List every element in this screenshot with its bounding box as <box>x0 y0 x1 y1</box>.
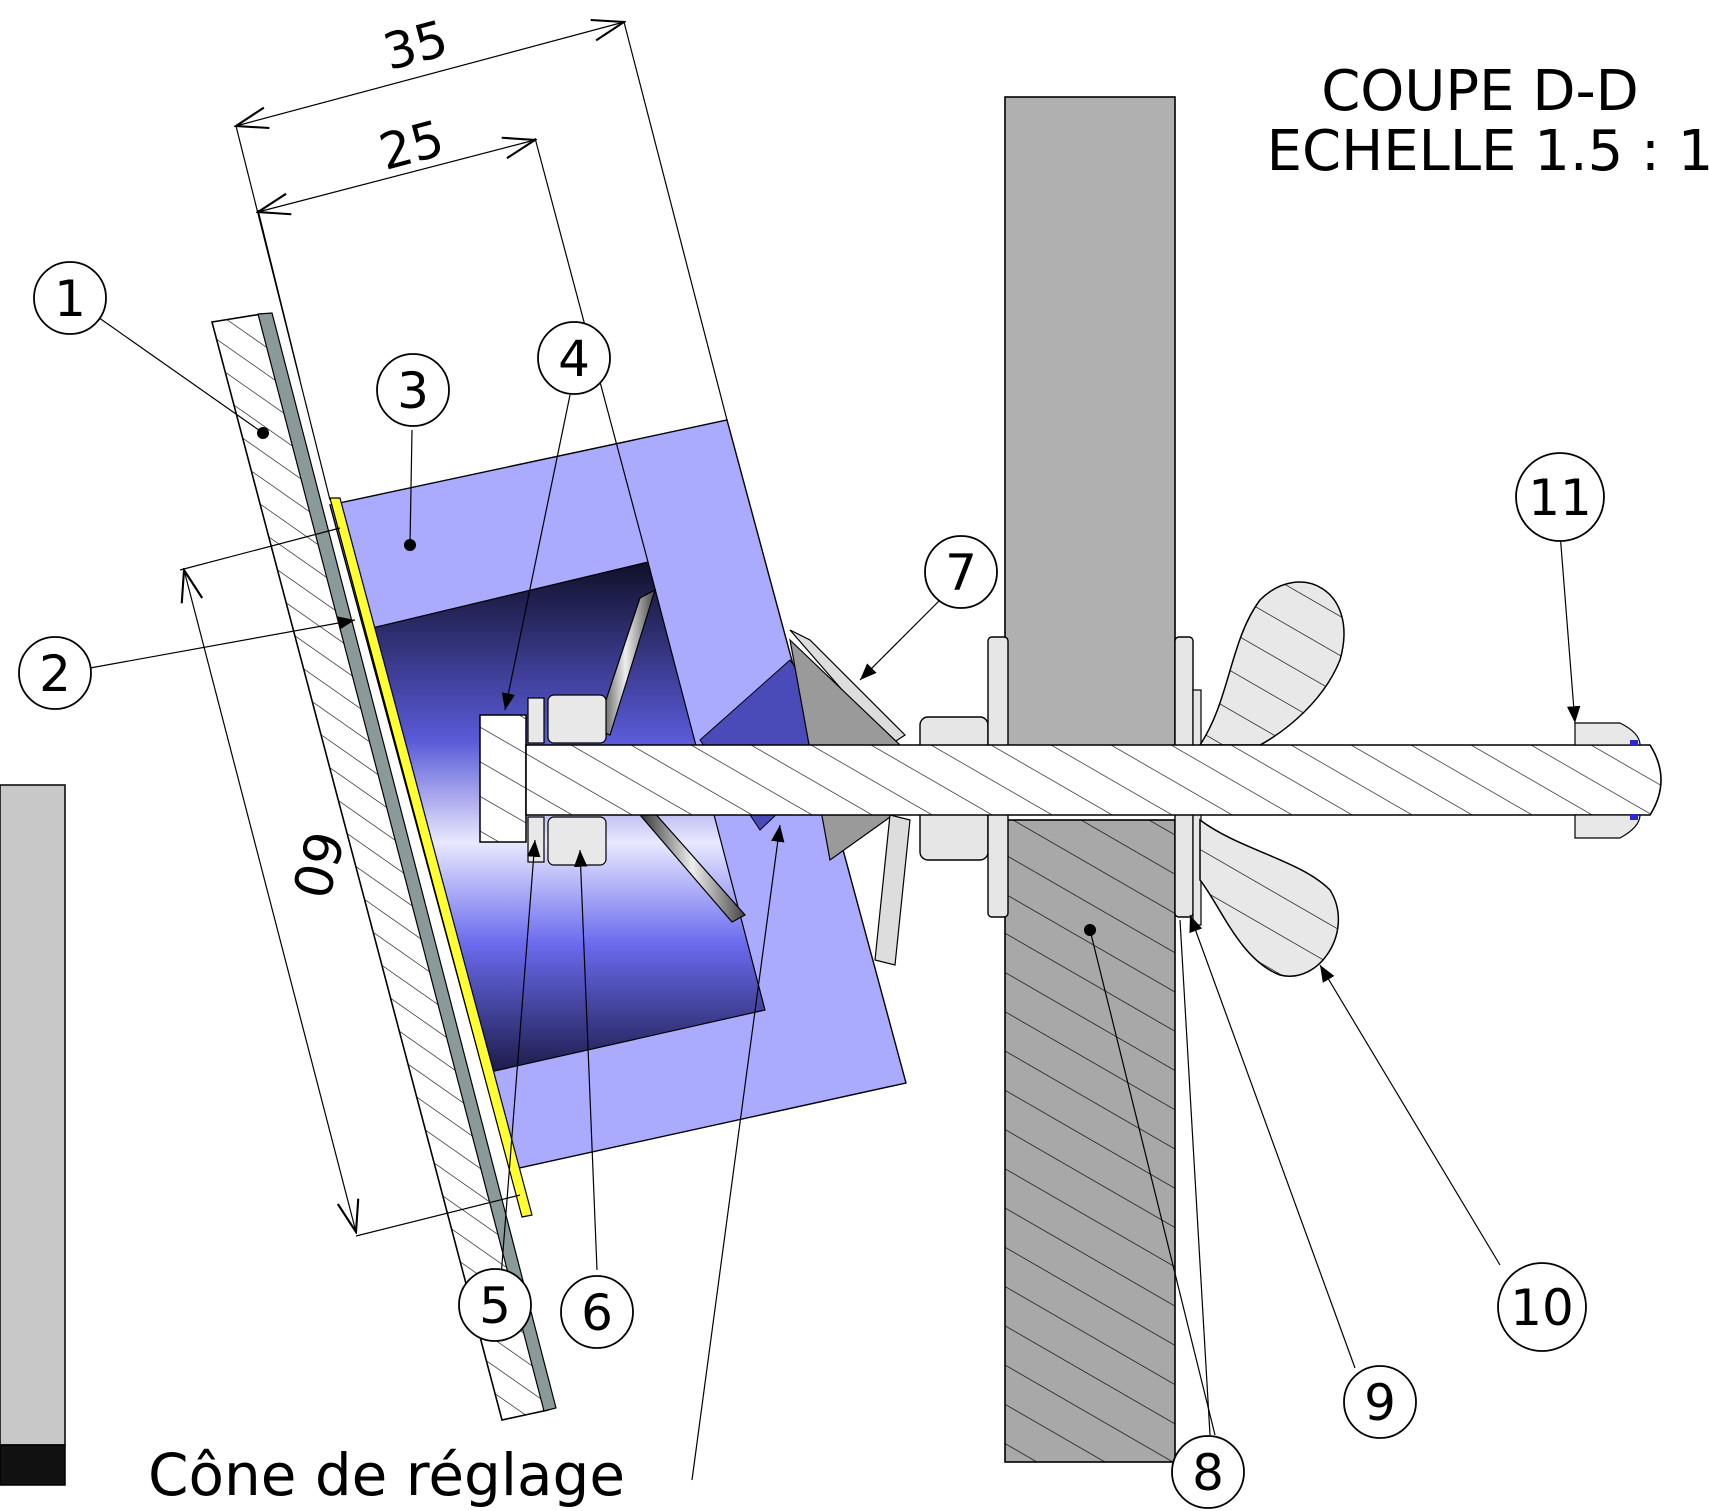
balloon-5: 5 <box>458 1268 532 1342</box>
balloon-4: 4 <box>537 321 611 395</box>
balloon-11: 11 <box>1515 452 1605 542</box>
wing-nut <box>1198 581 1345 977</box>
balloon-8: 8 <box>1171 1435 1245 1509</box>
svg-text:6: 6 <box>581 1284 613 1342</box>
svg-text:7: 7 <box>945 544 977 602</box>
balloon-3: 3 <box>376 353 450 427</box>
svg-text:3: 3 <box>397 362 429 420</box>
dimension-25-label: 25 <box>373 109 449 181</box>
svg-text:9: 9 <box>1364 1374 1396 1432</box>
svg-text:4: 4 <box>558 330 590 388</box>
adhesive-layer <box>329 497 533 1218</box>
svg-text:10: 10 <box>1510 1279 1574 1337</box>
svg-text:5: 5 <box>479 1277 511 1335</box>
balloon-9: 9 <box>1343 1365 1417 1439</box>
dimension-35: 35 <box>236 9 728 501</box>
view-title: COUPE D-D <box>1321 59 1639 124</box>
svg-text:11: 11 <box>1528 469 1592 527</box>
balloon-7: 7 <box>924 535 998 609</box>
dimension-60-label: 60 <box>279 825 354 904</box>
balloon-10: 10 <box>1497 1262 1587 1352</box>
balloon-2: 2 <box>18 636 92 710</box>
dimension-60: 60 <box>179 527 521 1237</box>
svg-text:8: 8 <box>1192 1444 1224 1502</box>
bolt <box>479 694 1662 866</box>
leaders <box>89 314 1581 1481</box>
balloon-6: 6 <box>560 1275 634 1349</box>
dimension-25: 25 <box>258 109 649 563</box>
svg-text:2: 2 <box>39 645 71 703</box>
balloon-1: 1 <box>33 261 107 335</box>
svg-text:1: 1 <box>54 270 86 328</box>
side-block <box>0 784 66 1486</box>
view-scale: ECHELLE 1.5 : 1 <box>1267 119 1709 184</box>
adjustment-cone-label: Cône de réglage <box>148 1441 625 1509</box>
